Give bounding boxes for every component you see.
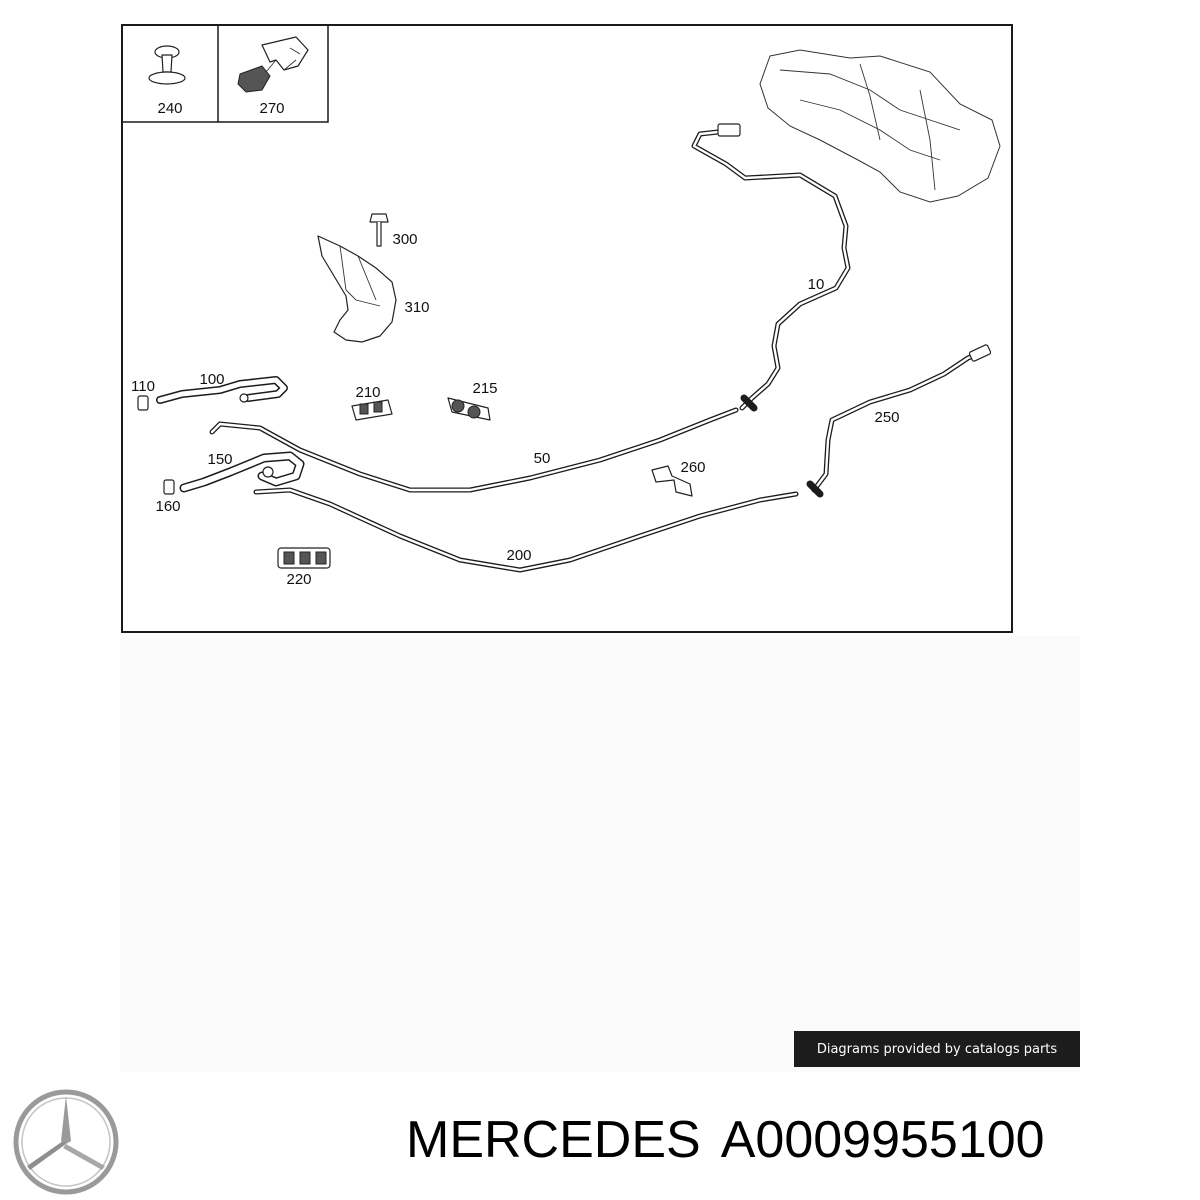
fuel-line-250 [806,344,992,498]
gray-backdrop [120,636,1080,1072]
callout-110: 110 [131,378,155,395]
clip-160 [163,479,175,495]
callout-200: 200 [506,547,531,564]
plug-icon [148,45,186,85]
clip-260 [651,465,693,497]
callout-50: 50 [534,450,551,467]
inset-callout-240: 240 [157,100,182,117]
fuel-tank [759,49,1001,203]
mercedes-star-icon [13,1089,119,1195]
heat-shield-310 [317,235,397,343]
callout-10: 10 [808,276,825,293]
callout-220: 220 [286,571,311,588]
clip-215 [447,397,491,421]
bracket-clip-icon [237,36,309,93]
callout-260: 260 [680,459,705,476]
callout-300: 300 [392,231,417,248]
fuel-line-50 [209,407,739,493]
brand-name: MERCEDES [406,1111,701,1169]
callout-160: 160 [155,498,180,515]
part-number: A0009955100 [720,1111,1045,1169]
callout-310: 310 [404,299,429,316]
hose-150 [179,451,305,493]
callout-250: 250 [874,409,899,426]
fuel-line-10 [691,123,851,412]
inset-panel: 240 270 [123,26,329,123]
bolt-300 [369,213,389,247]
callout-210: 210 [355,384,380,401]
credit-banner: Diagrams provided by catalogs parts [794,1031,1080,1067]
fuel-line-200 [253,487,799,573]
callout-215: 215 [472,380,497,397]
callout-100: 100 [199,371,224,388]
inset-callout-270: 270 [259,100,284,117]
part-title: MERCEDES A0009955100 [406,1108,1196,1172]
clip-210 [351,399,393,421]
connector-220 [277,547,331,569]
callout-150: 150 [207,451,232,468]
clip-110 [137,395,149,411]
parts-diagram: 240 270 10 50 110 [121,24,1013,633]
parts-diagram-drawing: 240 270 10 50 110 [123,26,1001,588]
hose-100 [156,376,288,404]
